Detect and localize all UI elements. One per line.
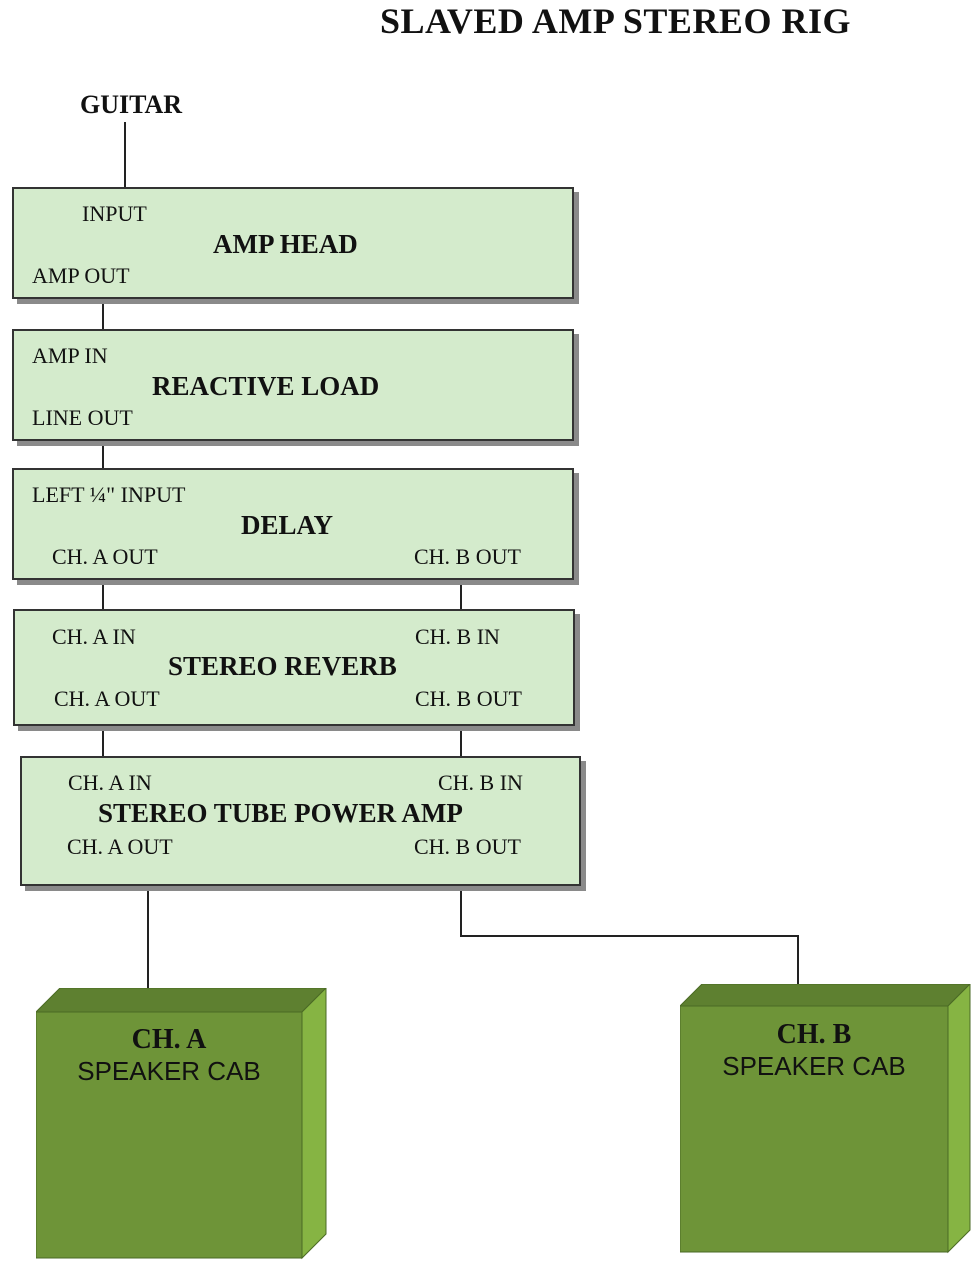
delay-out-a-label: CH. A OUT: [52, 544, 158, 569]
amp-head-input-label: INPUT: [82, 201, 147, 226]
power-amp-in-b-label: CH. B IN: [438, 770, 523, 795]
cab-a-channel: CH. A: [131, 1024, 207, 1055]
wire-amp-b-down: [460, 890, 462, 936]
speaker-cab-b-text: CH. B SPEAKER CAB: [680, 1019, 948, 1082]
wire-guitar-to-amp-head: [124, 122, 126, 188]
delay-title: DELAY: [241, 510, 334, 540]
speaker-cab-b: [680, 984, 971, 1254]
reverb-in-a-label: CH. A IN: [52, 624, 136, 649]
wire-load-to-delay: [102, 445, 104, 469]
cab-b-label: SPEAKER CAB: [722, 1051, 906, 1081]
delay-out-b-label: CH. B OUT: [414, 544, 521, 569]
wire-amp-b-across: [460, 935, 799, 937]
diagram-title: SLAVED AMP STEREO RIG: [380, 1, 851, 41]
wire-delay-a-to-reverb: [102, 584, 104, 610]
wire-delay-b-to-reverb: [460, 584, 462, 610]
speaker-cab-a: [36, 988, 327, 1260]
power-amp-box: CH. A IN CH. B IN STEREO TUBE POWER AMP …: [20, 756, 581, 886]
wire-amp-head-to-load: [102, 304, 104, 330]
stereo-reverb-title: STEREO REVERB: [168, 651, 397, 681]
cab-a-label: SPEAKER CAB: [77, 1056, 261, 1086]
amp-head-box: INPUT AMP HEAD AMP OUT: [12, 187, 574, 299]
wire-reverb-b-to-amp: [460, 730, 462, 758]
delay-in-label: LEFT ¼" INPUT: [32, 482, 186, 507]
power-amp-in-a-label: CH. A IN: [68, 770, 152, 795]
amp-head-out-label: AMP OUT: [32, 263, 130, 288]
wire-reverb-a-to-amp: [102, 730, 104, 758]
wire-amp-a-to-cab-a: [147, 890, 149, 992]
reactive-load-box: AMP IN REACTIVE LOAD LINE OUT: [12, 329, 574, 441]
amp-head-title: AMP HEAD: [213, 229, 358, 259]
wire-amp-b-to-cab-b: [797, 935, 799, 989]
power-amp-out-b-label: CH. B OUT: [414, 834, 521, 859]
stereo-reverb-box: CH. A IN CH. B IN STEREO REVERB CH. A OU…: [13, 609, 575, 726]
reactive-load-in-label: AMP IN: [32, 343, 108, 368]
speaker-cab-a-text: CH. A SPEAKER CAB: [36, 1024, 302, 1087]
guitar-label: GUITAR: [80, 90, 183, 119]
power-amp-title: STEREO TUBE POWER AMP: [98, 798, 463, 828]
cab-b-channel: CH. B: [776, 1019, 852, 1050]
reverb-in-b-label: CH. B IN: [415, 624, 500, 649]
reverb-out-b-label: CH. B OUT: [415, 686, 522, 711]
power-amp-out-a-label: CH. A OUT: [67, 834, 173, 859]
reverb-out-a-label: CH. A OUT: [54, 686, 160, 711]
reactive-load-title: REACTIVE LOAD: [152, 371, 380, 401]
reactive-load-out-label: LINE OUT: [32, 405, 133, 430]
delay-box: LEFT ¼" INPUT DELAY CH. A OUT CH. B OUT: [12, 468, 574, 580]
